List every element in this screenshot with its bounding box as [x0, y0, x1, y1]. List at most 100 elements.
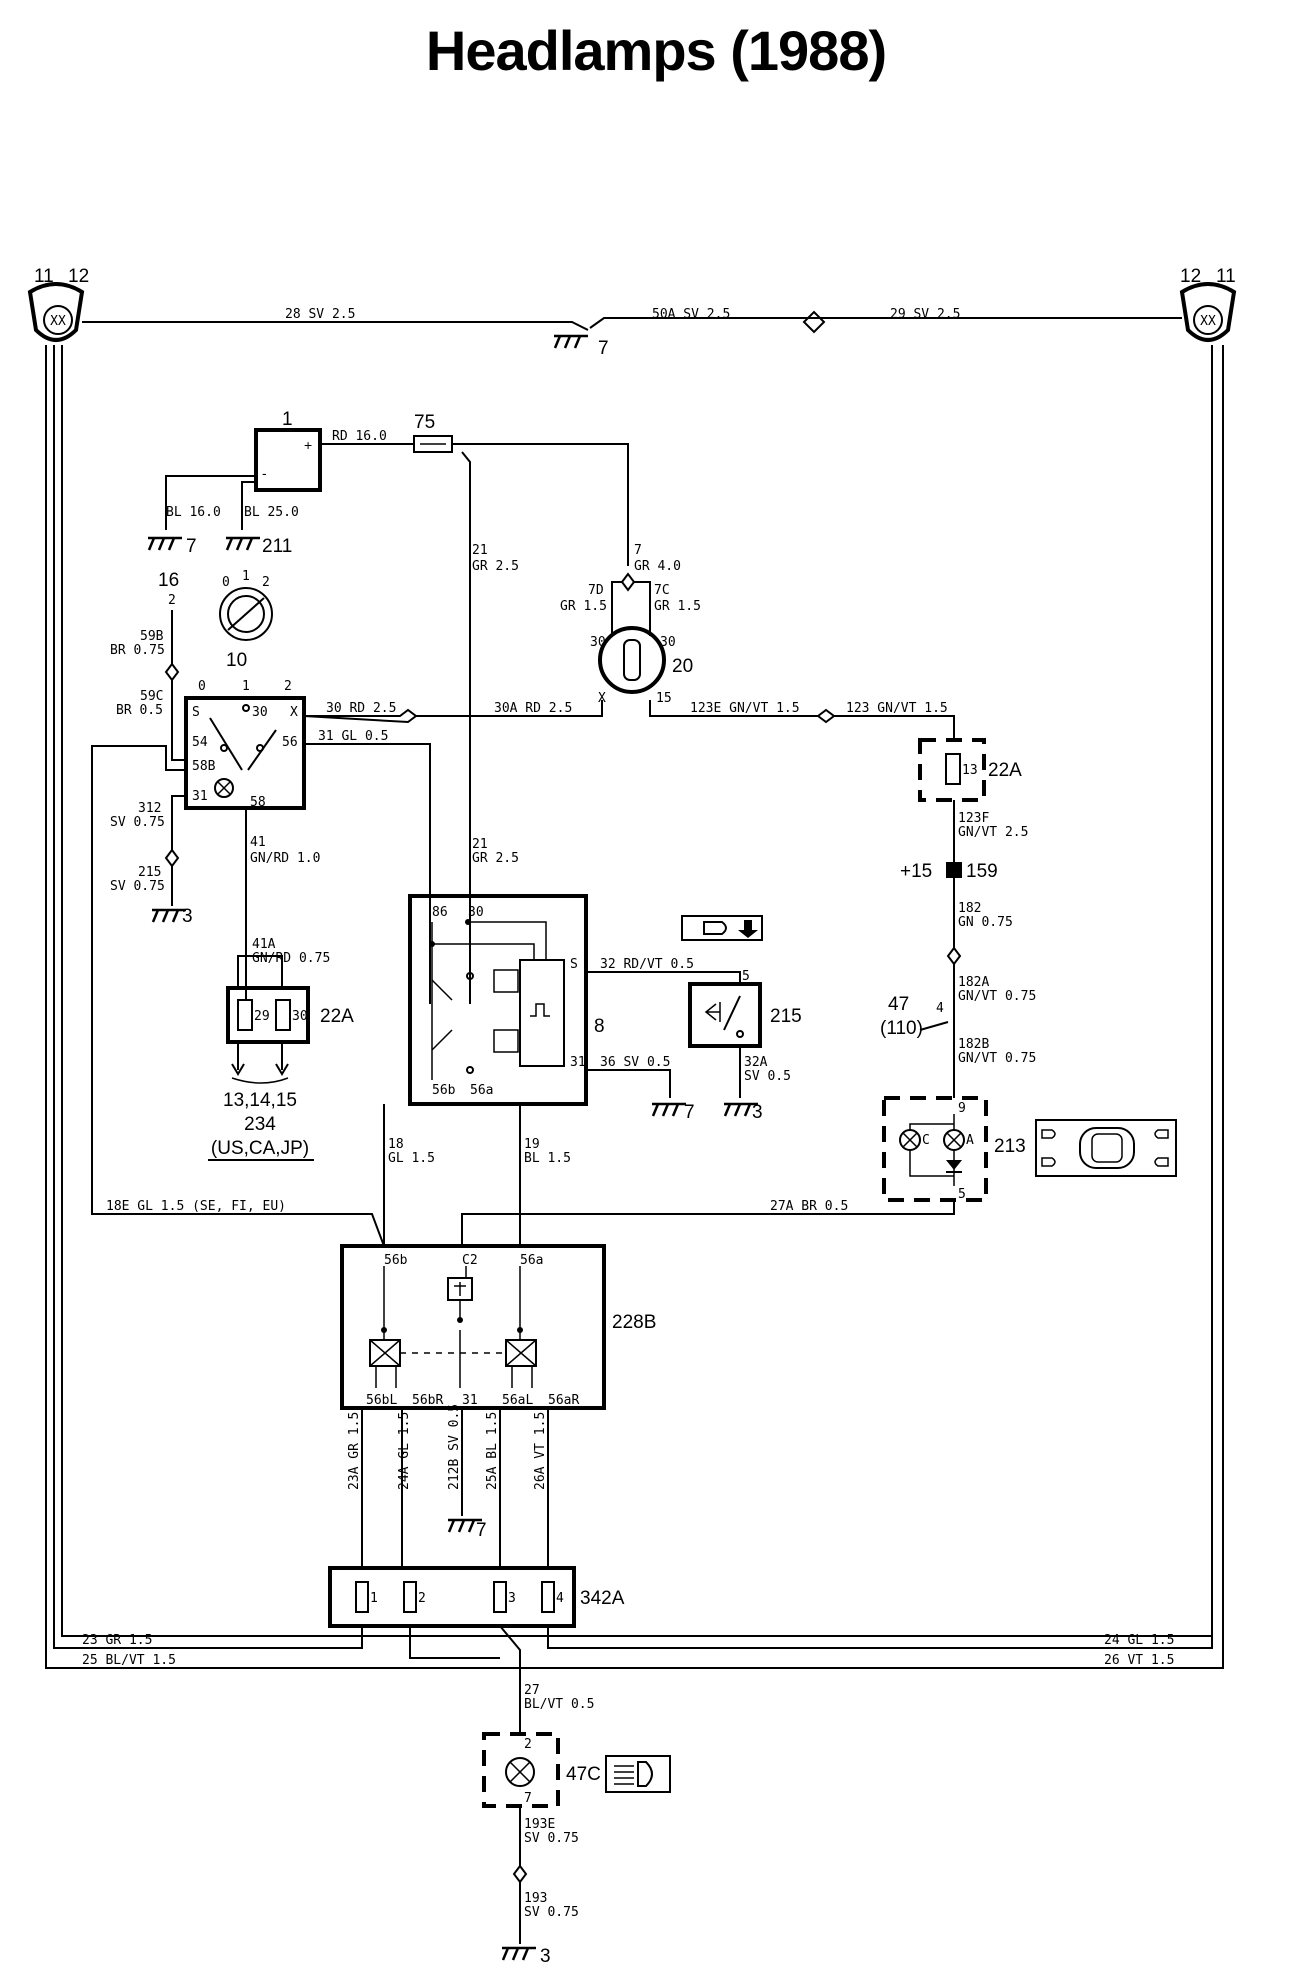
connector-pin	[541, 1581, 555, 1613]
ground-icon	[150, 908, 188, 924]
splice-diamond	[802, 310, 826, 334]
connector-pin	[945, 753, 961, 785]
wire-41a	[237, 955, 283, 988]
wire-label-36: 36 SV 0.5	[600, 1055, 670, 1070]
wire-23	[53, 345, 363, 1649]
wire-36	[586, 1069, 671, 1098]
wire-label-193e-1: 193E	[524, 1817, 555, 1832]
arrow-icon	[231, 1063, 289, 1076]
headlamp-left-pin-12: 12	[68, 266, 89, 287]
wire-31-gl	[304, 743, 431, 1004]
relay-228b-internal	[375, 1330, 533, 1388]
wire-label-24a: 24A GL 1.5	[397, 1412, 412, 1490]
ground-icon	[224, 536, 262, 552]
splice-diamond	[512, 1864, 528, 1884]
r228-bot-56ar: 56aR	[548, 1393, 579, 1408]
car-roof-icon	[1091, 1133, 1123, 1163]
relay-8-coil	[493, 969, 519, 993]
key-inner-icon	[227, 595, 265, 633]
ignition-switch-body	[598, 626, 666, 694]
lamp-cross	[946, 1132, 962, 1148]
l47c-pin-7: 7	[524, 1791, 532, 1806]
wire-label-27a: 27A BR 0.5	[770, 1199, 848, 1214]
wire-label-25: 25 BL/VT 1.5	[82, 1653, 176, 1668]
wire-label-26a: 26A VT 1.5	[533, 1412, 548, 1490]
wire-123e	[649, 700, 836, 724]
wire-label-50a: 50A SV 2.5	[652, 307, 730, 322]
wire-label-41-1: 41	[250, 835, 266, 850]
wire-bl16	[165, 475, 256, 530]
arrow-down-icon	[738, 920, 758, 938]
indicator-213-wiring	[909, 1150, 955, 1186]
t159-id: 159	[966, 861, 998, 882]
headlamp-left-housing	[27, 282, 85, 342]
indicator-213: 9 5 C A 213	[882, 1096, 1026, 1202]
car-icon-frame	[1035, 1119, 1177, 1177]
contact-point	[381, 1327, 387, 1333]
contact-point	[457, 1317, 463, 1323]
ground-icon	[552, 334, 590, 350]
diode-icon	[946, 1160, 962, 1170]
r228-id: 228B	[612, 1312, 656, 1333]
connector-22a-right: 13 22A	[918, 738, 1022, 802]
high-beam-lamp-icon	[637, 1761, 653, 1787]
wire-label-30a: 30A RD 2.5	[494, 701, 572, 716]
ground-3-flasher: 3	[752, 1102, 763, 1123]
splice-diamond	[164, 662, 180, 682]
c22a-right-id: 22A	[988, 760, 1022, 781]
relay-228b-internal	[383, 1266, 521, 1340]
c342a-id: 342A	[580, 1588, 625, 1609]
c342a-pin-4: 4	[556, 1591, 564, 1606]
wire-label-7d-2: GR 1.5	[560, 599, 607, 614]
relay-8: 86 30 S 31 56b 56a 8	[408, 894, 605, 1106]
wire-label-123e: 123E GN/VT 1.5	[690, 701, 800, 716]
connector-pin	[403, 1581, 417, 1613]
i213-pin-5: 5	[958, 1187, 966, 1202]
wire-label-41a-1: 41A	[252, 937, 276, 952]
wire-label-23a: 23A GR 1.5	[347, 1412, 362, 1490]
key-pin: 2	[168, 593, 176, 608]
c342a-pin-3: 3	[508, 1591, 516, 1606]
relay-8-internal	[432, 943, 535, 960]
wire-18e	[91, 745, 385, 1247]
wire-30a-rd	[416, 700, 603, 717]
r8-pin-86: 86	[432, 905, 448, 920]
connector-pin	[355, 1581, 369, 1613]
wire-30-rd	[303, 708, 418, 724]
ground-7-battery: 7	[186, 536, 197, 557]
relay-228b-coil-right	[505, 1339, 537, 1367]
wire-label-31: 31 GL 0.5	[318, 729, 388, 744]
wire-label-32: 32 RD/VT 0.5	[600, 957, 694, 972]
targets-line2: 234	[244, 1114, 276, 1135]
wire-label-215-1: 215	[138, 865, 161, 880]
ignition-switch-id: 20	[672, 656, 693, 677]
ignition-pin-15: 15	[656, 691, 672, 706]
wire-32	[586, 971, 741, 984]
wire-label-21a-1: 21	[472, 543, 488, 558]
wire-label-182b-1: 182B	[958, 1037, 989, 1052]
key-pos-1: 1	[242, 569, 250, 584]
wire-label-24: 24 GL 1.5	[1104, 1633, 1174, 1648]
splice-diamond	[620, 572, 636, 592]
key-id: 16	[158, 570, 179, 591]
light-switch-10: 0 1 2 S 30 X 54 56 58B 31 58	[184, 679, 306, 810]
ls-contact	[242, 704, 250, 712]
i213-pin-9: 9	[958, 1101, 966, 1116]
brace-icon	[231, 1077, 289, 1084]
connector-pin	[493, 1581, 507, 1613]
wire-label-182b-2: GN/VT 0.75	[958, 1051, 1036, 1066]
wire-label-312-2: SV 0.75	[110, 815, 165, 830]
wire-7c-7d	[611, 581, 651, 636]
wire-label-25a: 25A BL 1.5	[485, 1412, 500, 1490]
ignition-pin-x: X	[598, 691, 606, 706]
wire-label-27-1: 27	[524, 1683, 540, 1698]
wire-312	[171, 795, 186, 850]
l47c-id: 47C	[566, 1764, 601, 1785]
key-slot-icon	[623, 639, 641, 681]
wire-label-32a-1: 32A	[744, 1055, 768, 1070]
relay-8-internal	[431, 921, 547, 1080]
car-beam-icon	[1035, 1119, 1177, 1177]
wire-label-23: 23 GR 1.5	[82, 1633, 152, 1648]
wire-22a-out	[237, 1042, 283, 1070]
wire-label-193-1: 193	[524, 1891, 547, 1906]
